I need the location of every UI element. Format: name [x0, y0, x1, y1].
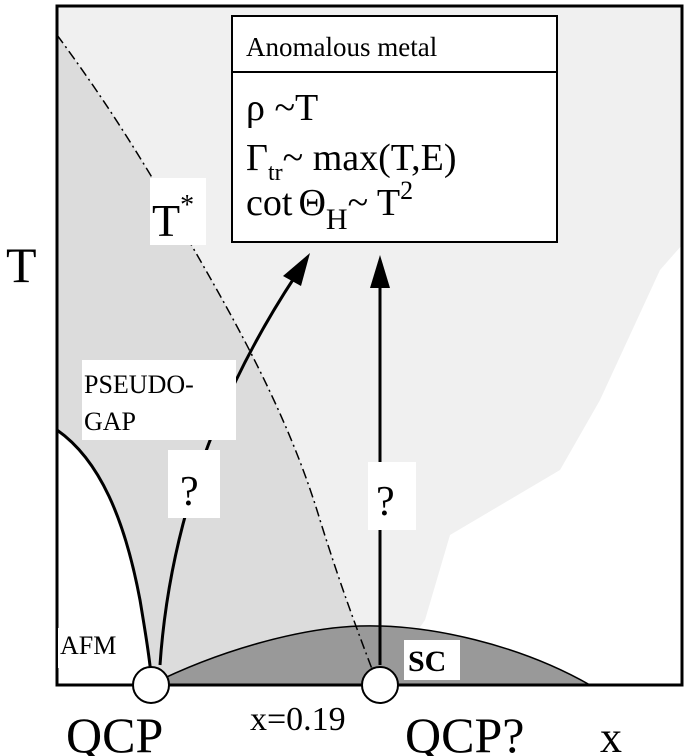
sc-dome — [150, 625, 590, 685]
tstar-superscript: * — [180, 190, 194, 221]
right-arrow-head — [370, 255, 390, 288]
afm-region — [57, 430, 152, 685]
left-arrow-head — [283, 253, 310, 286]
tstar-label: T* — [152, 190, 194, 246]
gamma-rest: ~ max(T,E) — [283, 137, 457, 179]
sc-label-bg — [404, 640, 460, 680]
gamma-subscript: tr — [268, 160, 283, 186]
x-value-label: x=0.19 — [250, 701, 346, 738]
right-question-bg — [368, 462, 416, 530]
qcp-left-marker — [132, 666, 170, 704]
anomalous-box — [231, 15, 558, 243]
afm-boundary-line — [56, 428, 154, 686]
qcp-right-marker — [361, 666, 399, 704]
cot-rest: ~ T — [348, 182, 401, 224]
pseudogap-label-bg — [82, 360, 236, 440]
box-line-rho: ρ ~T — [246, 87, 318, 129]
pseudogap-label-line1: PSEUDO- — [84, 370, 194, 399]
qcp-left-label: QCP — [66, 707, 163, 756]
sc-dome-outline — [149, 625, 591, 686]
cot-prefix: cot — [246, 182, 293, 224]
tstar-base: T — [152, 195, 180, 246]
afm-label: AFM — [60, 631, 116, 660]
box-line-gamma: Γtr~ max(T,E) — [246, 137, 457, 186]
gamma-symbol: Γ — [246, 137, 268, 179]
left-question-bg — [168, 450, 220, 518]
sc-label: SC — [408, 645, 446, 678]
right-question-mark: ? — [376, 479, 395, 525]
y-axis-label: T — [6, 237, 37, 293]
pseudogap-label-line2: GAP — [84, 407, 136, 436]
x-axis-label: x — [600, 713, 622, 756]
box-title: Anomalous metal — [246, 32, 437, 62]
theta-symbol: Θ — [298, 182, 325, 224]
left-question-mark: ? — [180, 469, 199, 515]
theta-subscript: H — [326, 203, 348, 236]
t-squared-superscript: 2 — [400, 176, 413, 205]
tstar-label-bg — [150, 178, 206, 245]
afm-label-bg — [58, 628, 138, 668]
tstar-line — [56, 34, 379, 686]
qcp-right-label: QCP? — [405, 707, 524, 756]
